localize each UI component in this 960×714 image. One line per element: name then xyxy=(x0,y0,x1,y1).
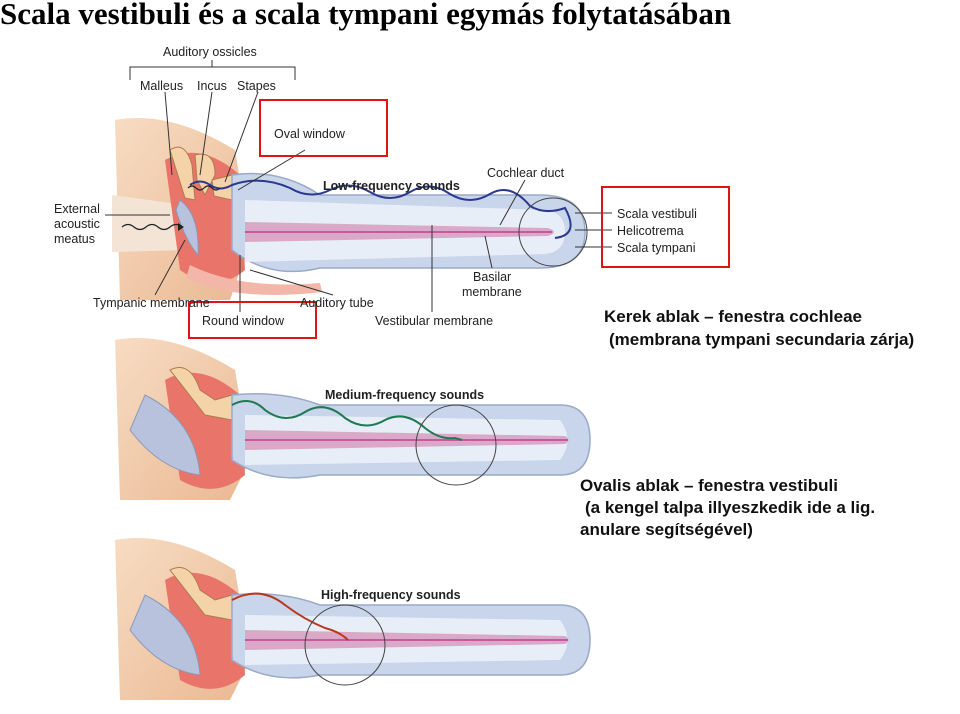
label-low-frequency: Low-frequency sounds xyxy=(323,179,460,193)
tympanic-membrane-2 xyxy=(129,394,201,476)
sound-arrow-head xyxy=(178,223,184,231)
label-external-2: acoustic xyxy=(54,217,100,231)
panel-medium-frequency xyxy=(115,338,591,500)
label-stapes: Stapes xyxy=(237,79,276,93)
label-basilar-1: Basilar xyxy=(473,270,512,284)
round-window-highlight xyxy=(188,301,317,339)
label-oval-window: Oval window xyxy=(274,127,345,141)
oval-window-highlight xyxy=(259,99,388,157)
label-malleus: Malleus xyxy=(140,79,184,93)
note-round-window-2: (membrana tympani secundaria zárja) xyxy=(609,330,915,349)
label-scala-vestibuli: Scala vestibuli xyxy=(617,207,697,221)
panel-high-frequency xyxy=(115,538,591,700)
medium-frequency-wave xyxy=(231,400,463,441)
page-title: Scala vestibuli és a scala tympani egymá… xyxy=(0,0,732,31)
label-basilar-2: membrane xyxy=(462,285,522,299)
label-vestibular-membrane: Vestibular membrane xyxy=(375,314,494,328)
label-scala-tympani: Scala tympani xyxy=(617,241,696,255)
label-external-3: meatus xyxy=(54,232,95,246)
ossicles-bracket xyxy=(129,60,296,80)
label-incus: Incus xyxy=(197,79,227,93)
tympanic-membrane-3 xyxy=(129,594,201,676)
label-helicotrema: Helicotrema xyxy=(617,224,684,238)
note-oval-window-2: (a kengel talpa illyeszkedik ide a lig. xyxy=(585,498,876,517)
ear-canal xyxy=(112,195,188,252)
note-oval-window-3: anulare segítségével) xyxy=(580,520,753,539)
high-zoom-circle xyxy=(304,604,386,686)
medium-zoom-circle xyxy=(415,404,497,486)
low-frequency-wave xyxy=(189,179,572,239)
label-cochlear-duct: Cochlear duct xyxy=(487,166,565,180)
label-external-1: External xyxy=(54,202,100,216)
auditory-tube-shape xyxy=(186,265,322,295)
external-sound-wave xyxy=(121,223,183,231)
label-medium-frequency: Medium-frequency sounds xyxy=(325,388,485,402)
panel-low-frequency xyxy=(105,60,612,312)
label-tympanic-membrane: Tympanic membrane xyxy=(93,296,210,310)
scala-highlight xyxy=(601,186,730,268)
high-frequency-wave xyxy=(231,592,349,641)
label-auditory-ossicles: Auditory ossicles xyxy=(163,45,257,59)
label-high-frequency: High-frequency sounds xyxy=(321,588,461,602)
ossicle-wave xyxy=(187,185,221,191)
note-round-window-1: Kerek ablak – fenestra cochleae xyxy=(604,307,862,326)
label-auditory-tube: Auditory tube xyxy=(300,296,374,310)
helicotrema-zoom-circle xyxy=(518,197,588,267)
tympanic-membrane-shape xyxy=(175,199,199,257)
label-round-window: Round window xyxy=(202,314,284,328)
note-oval-window-1: Ovalis ablak – fenestra vestibuli xyxy=(580,476,838,495)
